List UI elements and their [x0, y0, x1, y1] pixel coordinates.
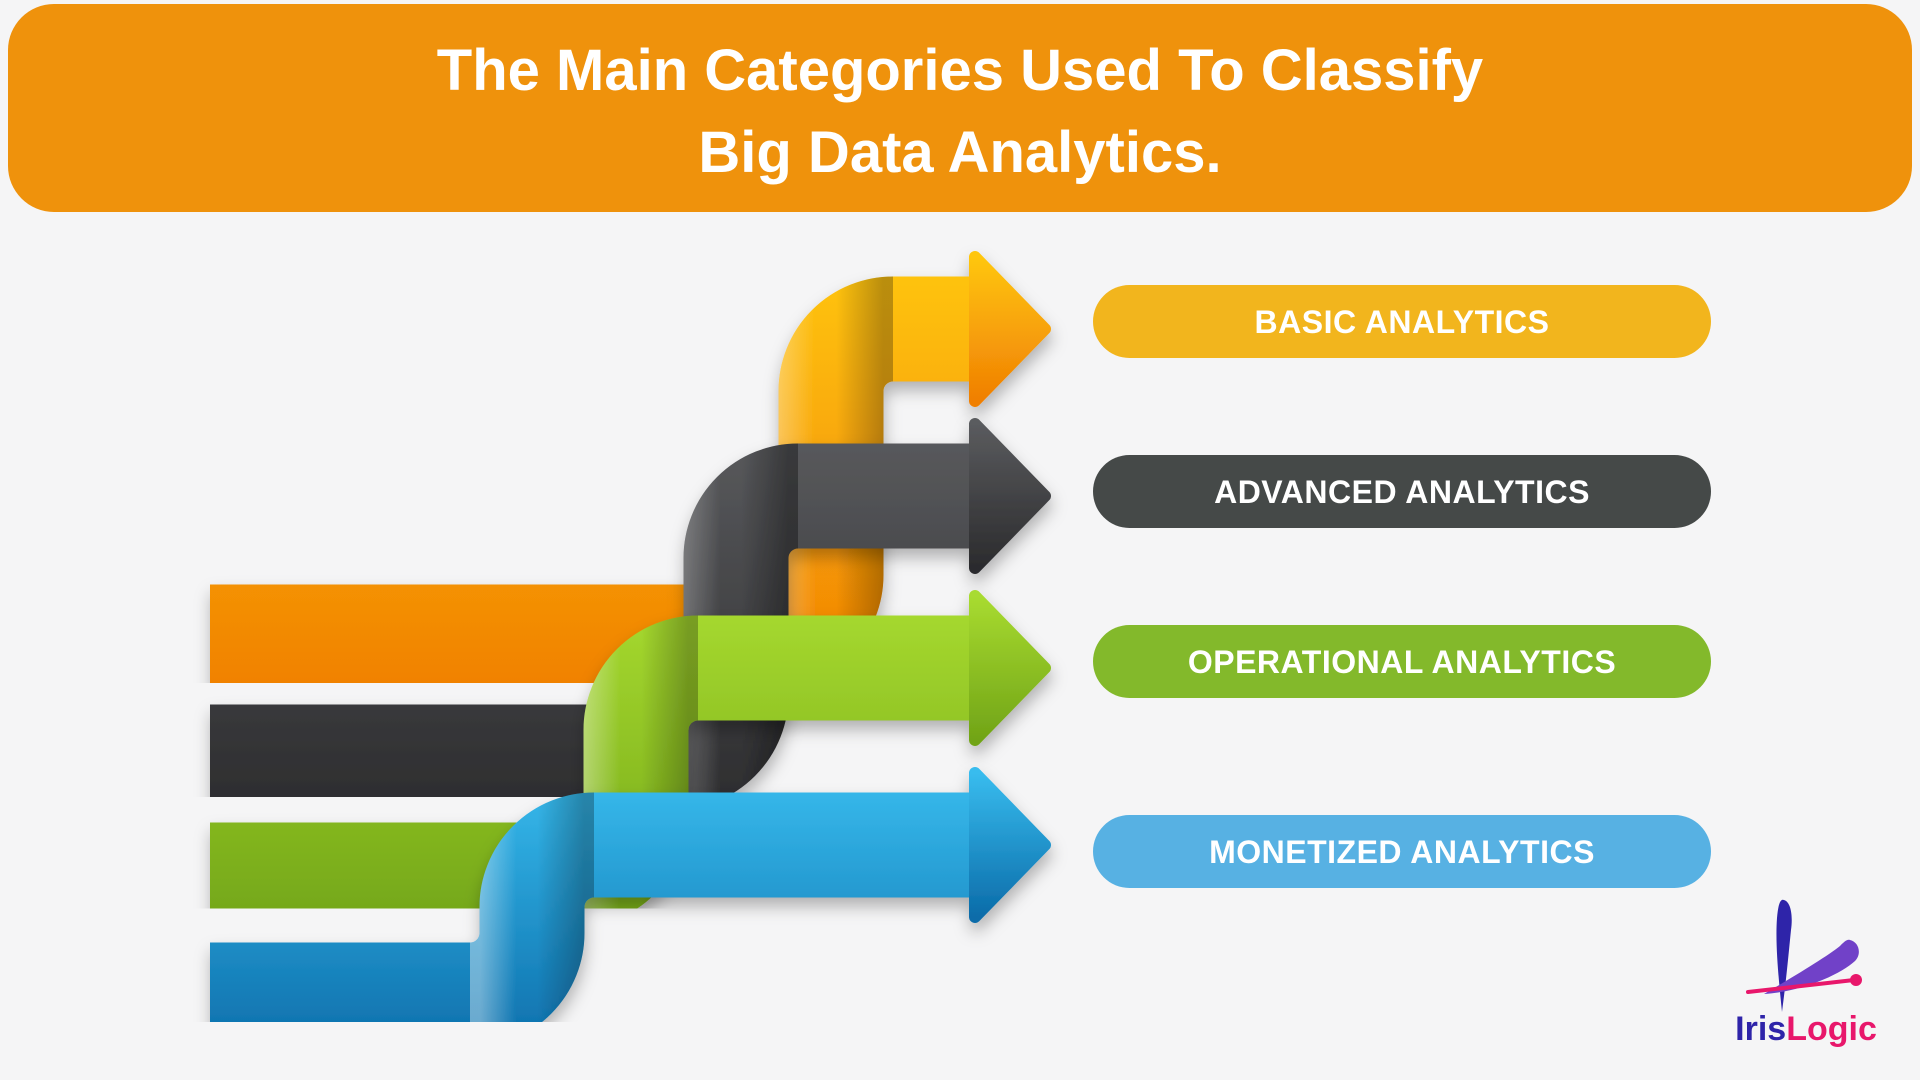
pill-label: MONETIZED ANALYTICS — [1209, 834, 1595, 870]
logo-text-logic: Logic — [1786, 1010, 1877, 1048]
logo-dot-icon — [1850, 974, 1862, 986]
banner-background — [8, 4, 1912, 212]
logo-blade-vertical-icon — [1776, 899, 1792, 1012]
category-pill-operational: OPERATIONAL ANALYTICS — [1093, 625, 1711, 698]
pill-background — [1093, 815, 1711, 888]
irislogic-logo: IrisLogic — [1735, 899, 1877, 1048]
pill-background — [1093, 455, 1711, 528]
arrow-head-basic-icon — [969, 251, 1051, 407]
arrow-head-monetized-icon — [969, 767, 1051, 923]
title-line-1: The Main Categories Used To Classify — [437, 38, 1483, 103]
logo-wordmark: IrisLogic — [1735, 1010, 1877, 1048]
pill-label: ADVANCED ANALYTICS — [1214, 474, 1590, 510]
logo-blade-diagonal-icon — [1764, 939, 1859, 994]
arrow-head-operational-icon — [969, 590, 1051, 746]
ribbon-monetized-fold — [467, 792, 597, 1048]
category-pill-basic: BASIC ANALYTICS — [1093, 285, 1711, 358]
ribbon-monetized — [210, 767, 1051, 1048]
logo-text-iris: Iris — [1735, 1010, 1786, 1048]
arrow-head-advanced-icon — [969, 418, 1051, 574]
category-pill-advanced: ADVANCED ANALYTICS — [1093, 455, 1711, 528]
title-banner: The Main Categories Used To Classify Big… — [8, 4, 1912, 212]
category-pill-monetized: MONETIZED ANALYTICS — [1093, 815, 1711, 888]
pill-background — [1093, 285, 1711, 358]
title-line-2: Big Data Analytics. — [698, 120, 1221, 185]
logo-line-icon — [1746, 978, 1856, 994]
pill-label: BASIC ANALYTICS — [1255, 304, 1550, 340]
pill-background — [1093, 625, 1711, 698]
pill-label: OPERATIONAL ANALYTICS — [1188, 644, 1616, 680]
